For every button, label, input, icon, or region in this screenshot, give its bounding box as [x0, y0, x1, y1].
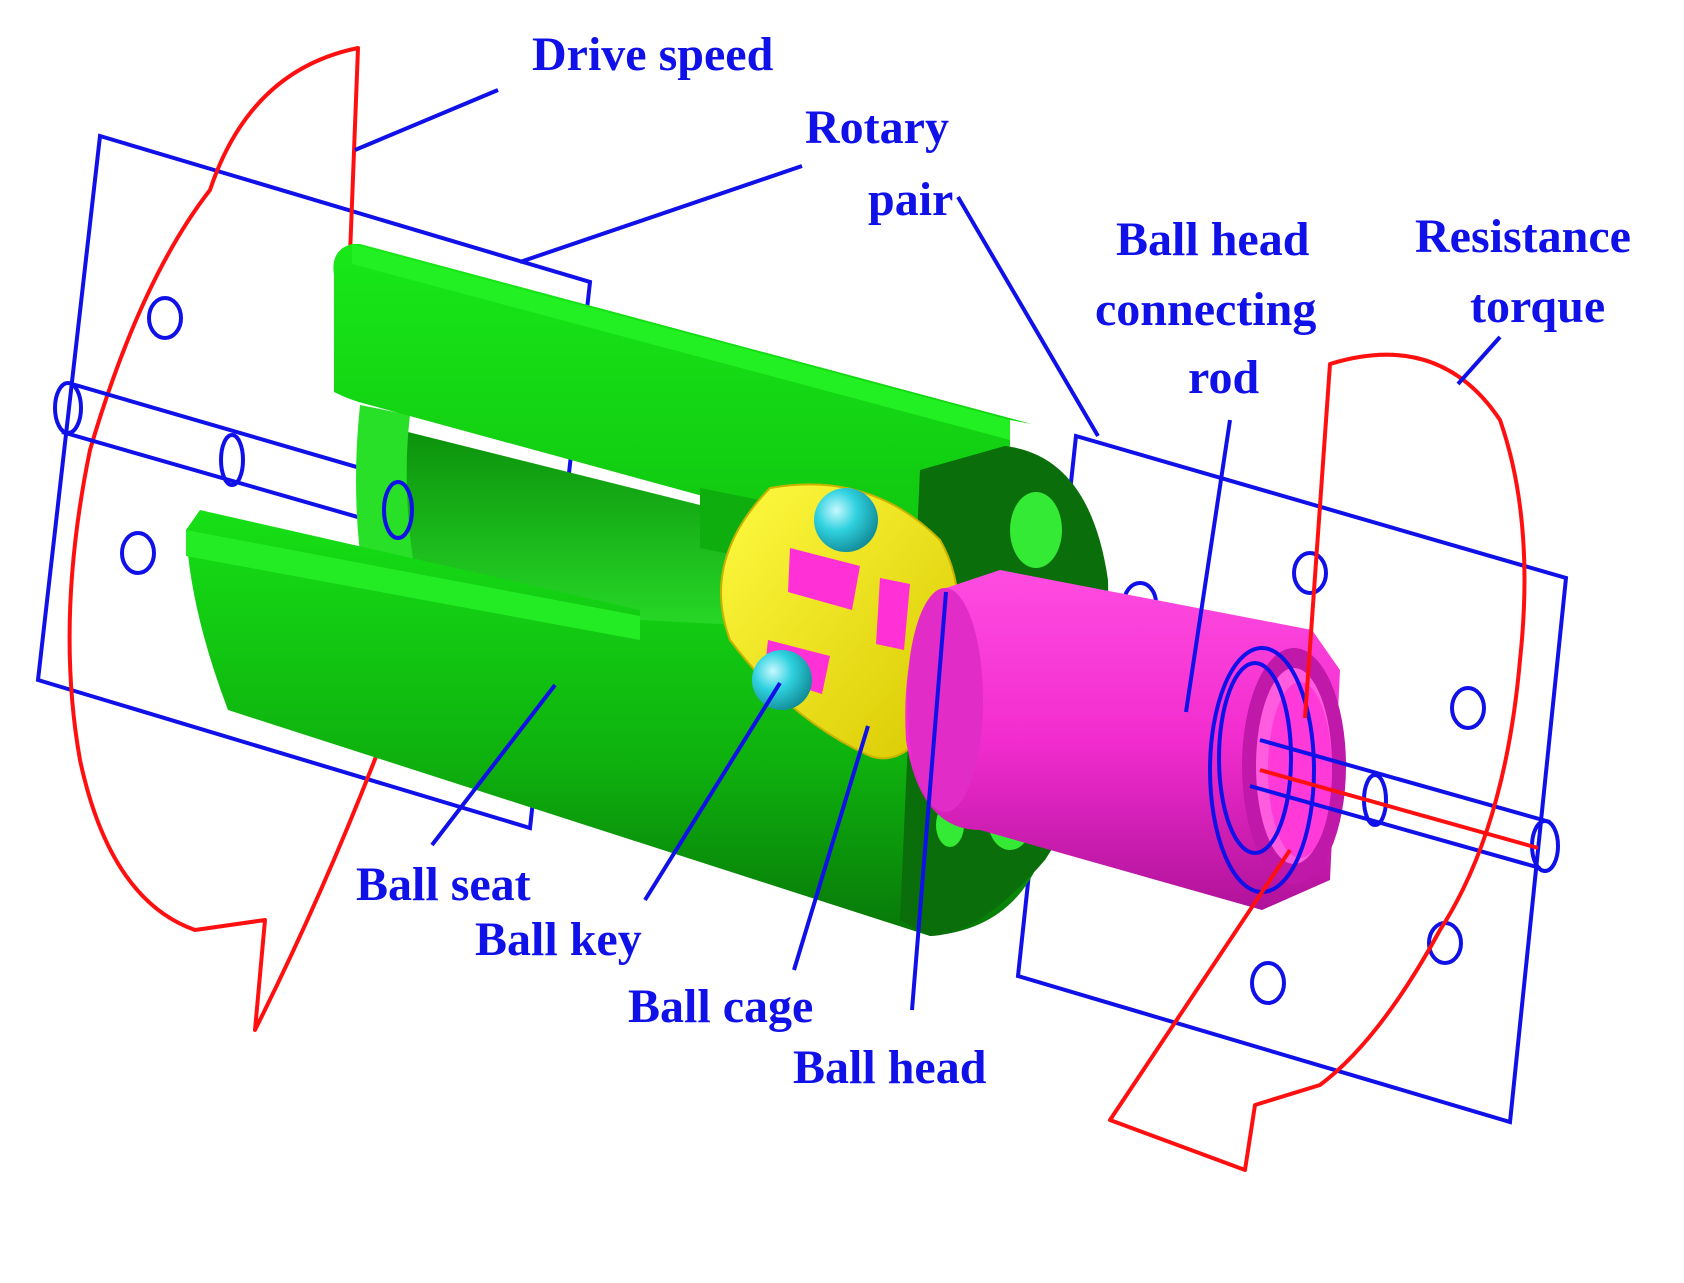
ball-key-upper: [814, 488, 878, 552]
label-ball-seat: Ball seat: [356, 858, 531, 911]
leader-resistance-torque: [1456, 335, 1502, 386]
label-resistance-torque-line1: Resistance: [1415, 210, 1631, 263]
left-plate-outline: [35, 133, 593, 831]
label-ball-head: Ball head: [793, 1041, 987, 1094]
right-plate-hole: [1292, 551, 1328, 595]
left-plate-hole: [120, 531, 156, 575]
leader-ball-key: [643, 681, 782, 902]
ball-keys: [752, 488, 878, 710]
left-plate-hole: [147, 296, 183, 340]
leader-ball-seat: [430, 683, 557, 847]
leader-rotary-pair-left: [519, 164, 803, 264]
label-ball-head-rod-line1: Ball head: [1116, 213, 1310, 266]
label-ball-cage: Ball cage: [628, 980, 813, 1033]
label-rotary-pair-line2: pair: [868, 173, 953, 226]
label-drive-speed: Drive speed: [532, 28, 774, 81]
label-ball-head-rod-line2: connecting: [1095, 283, 1316, 336]
labels: Drive speed Rotary pair Ball head connec…: [356, 28, 1631, 1094]
right-plate-hole: [1450, 686, 1486, 730]
leader-drive-speed: [354, 88, 499, 152]
ball-key-lower: [752, 650, 812, 710]
label-resistance-torque-line2: torque: [1470, 280, 1605, 333]
leader-lines: [354, 88, 1502, 1011]
right-plate-hole: [1250, 961, 1286, 1005]
label-rotary-pair-line1: Rotary: [805, 101, 949, 154]
leader-ball-head-connecting-rod: [1184, 419, 1232, 713]
leader-ball-cage: [792, 725, 870, 971]
label-ball-key: Ball key: [475, 913, 642, 966]
rod-axis-line: [1259, 768, 1539, 850]
label-ball-head-rod-line3: rod: [1188, 351, 1259, 404]
leader-ball-head: [910, 591, 948, 1011]
drive-speed-arrow: [67, 46, 392, 1032]
leader-rotary-pair-right: [956, 195, 1100, 438]
